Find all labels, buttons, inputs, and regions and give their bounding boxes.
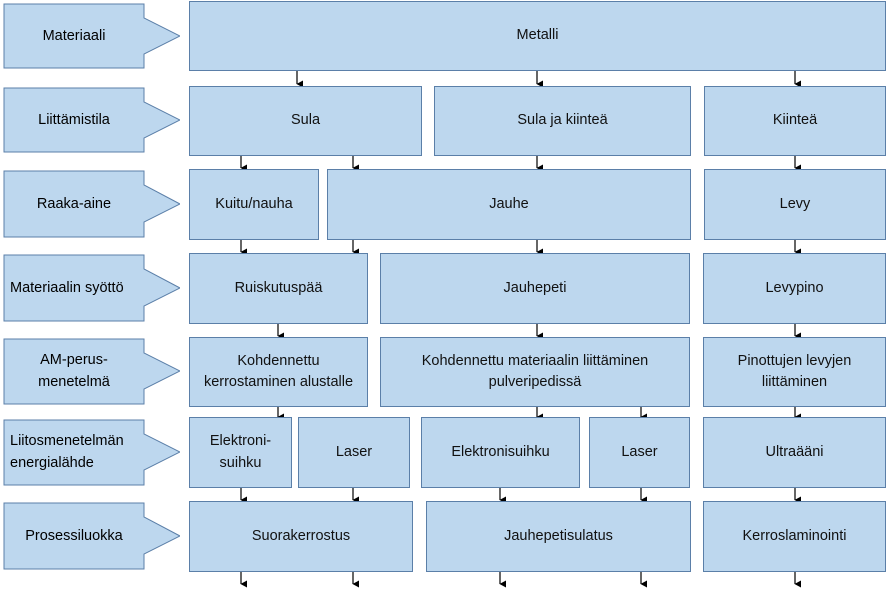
box-jauhepeti: Jauhepeti <box>380 253 690 324</box>
box-jauhe: Jauhe <box>327 169 691 240</box>
box-jauhepetisulatus: Jauhepetisulatus <box>426 501 691 572</box>
box-pinottujen-levyjen-liittaminen: Pinottujen levyjen liittäminen <box>703 337 886 407</box>
row-label-materiaali: Materiaali <box>42 28 106 44</box>
box-metalli: Metalli <box>189 1 886 71</box>
box-kerroslaminointi: Kerroslaminointi <box>703 501 886 572</box>
box-elektronisuihku-1: Elektroni- suihku <box>189 417 292 488</box>
box-suorakerrostus: Suorakerrostus <box>189 501 413 572</box>
row-label-prosessiluokka: Prosessiluokka <box>25 528 123 544</box>
box-kohdennettu-pulveripedissa: Kohdennettu materiaalin liittäminen pulv… <box>380 337 690 407</box>
box-elektronisuihku-2: Elektronisuihku <box>421 417 580 488</box>
box-kuitu-nauha: Kuitu/nauha <box>189 169 319 240</box>
row-label-am-perusmenetelma: AM-perus- menetelmä <box>38 352 110 390</box>
box-levy: Levy <box>704 169 886 240</box>
row-label-materiaalin-syotto: Materiaalin syöttö <box>10 280 124 296</box>
row-label-raaka-aine: Raaka-aine <box>36 196 112 212</box>
box-ultraaani: Ultraääni <box>703 417 886 488</box>
box-kohdennettu-kerrostaminen: Kohdennettu kerrostaminen alustalle <box>189 337 368 407</box>
box-sula: Sula <box>189 86 422 156</box>
box-laser-2: Laser <box>589 417 690 488</box>
box-levypino: Levypino <box>703 253 886 324</box>
box-kiintea: Kiinteä <box>704 86 886 156</box>
box-ruiskutuspaa: Ruiskutuspää <box>189 253 368 324</box>
row-label-liittamistila: Liittämistila <box>38 112 110 128</box>
row-label-liitosmenetelman-energialahde: Liitosmenetelmän energialähde <box>10 433 124 471</box>
box-sula-ja-kiintea: Sula ja kiinteä <box>434 86 691 156</box>
box-laser-1: Laser <box>298 417 410 488</box>
